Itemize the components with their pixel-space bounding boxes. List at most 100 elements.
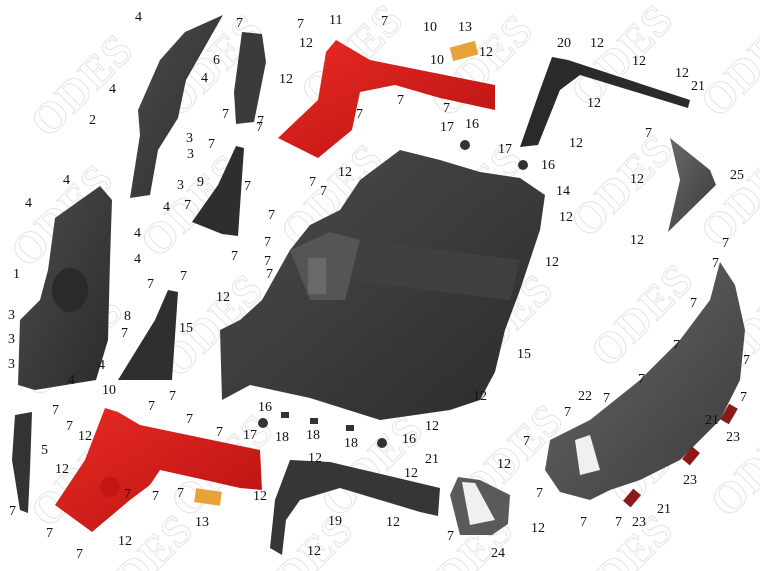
part-label-7: 7 [244,179,251,194]
part-label-7: 7 [320,184,327,199]
part-label-4: 4 [98,358,105,373]
part-label-7: 7 [222,107,229,122]
part-label-7: 7 [564,405,571,420]
part-label-23: 23 [632,515,646,530]
part-label-7: 7 [152,489,159,504]
part-label-10: 10 [102,383,116,398]
part-label-7: 7 [124,487,131,502]
part-label-10: 10 [430,53,444,68]
part-label-3: 3 [8,308,15,323]
part-label-10: 10 [423,20,437,35]
part-label-3: 3 [8,357,15,372]
part-label-11: 11 [329,13,343,28]
part-label-7: 7 [638,372,645,387]
part-label-7: 7 [673,338,680,353]
part-label-12: 12 [253,489,267,504]
part-23-reflector-3 [623,488,641,508]
part-8-trim [118,290,178,380]
part-label-7: 7 [46,526,53,541]
part-label-17: 17 [498,142,512,157]
part-label-22: 22 [578,389,592,404]
part-label-19: 19 [328,514,342,529]
part-label-16: 16 [402,432,416,447]
part-label-7: 7 [186,412,193,427]
part-label-9: 9 [197,175,204,190]
part-label-7: 7 [268,208,275,223]
part-16-grommet [460,140,470,150]
part-label-18: 18 [306,428,320,443]
part-22-fascia [545,262,745,500]
part-16-grommet [258,418,268,428]
part-label-23: 23 [726,430,740,445]
part-13-reflector-lower [194,488,222,506]
part-label-7: 7 [443,101,450,116]
part-label-7: 7 [356,107,363,122]
part-label-12: 12 [569,136,583,151]
part-label-7: 7 [148,399,155,414]
part-label-7: 7 [180,269,187,284]
part-label-12: 12 [386,515,400,530]
part-16-grommet [377,438,387,448]
part-label-7: 7 [743,353,750,368]
part-label-7: 7 [297,17,304,32]
part-label-8: 8 [124,309,131,324]
part-label-15: 15 [179,321,193,336]
part-19-flare [270,460,440,555]
part-label-23: 23 [683,473,697,488]
part-label-7: 7 [76,547,83,562]
part-label-18: 18 [344,436,358,451]
part-5-bracket [12,412,32,513]
part-label-3: 3 [8,332,15,347]
part-label-4: 4 [63,173,70,188]
part-label-6: 6 [213,53,220,68]
part-label-7: 7 [236,16,243,31]
part-23-reflector-1 [720,403,738,425]
part-label-7: 7 [231,249,238,264]
part-label-7: 7 [184,198,191,213]
part-label-15: 15 [517,347,531,362]
part-label-3: 3 [186,131,193,146]
part-label-4: 4 [134,226,141,241]
part-14-cargo-bed [220,150,545,420]
part-label-12: 12 [587,96,601,111]
part-label-12: 12 [78,429,92,444]
part-label-12: 12 [473,389,487,404]
part-label-7: 7 [9,504,16,519]
part-label-7: 7 [264,254,271,269]
part-16-grommet [518,160,528,170]
part-label-7: 7 [447,529,454,544]
part-2-panel [130,15,223,198]
part-label-4: 4 [135,10,142,25]
part-label-7: 7 [177,486,184,501]
part-label-12: 12 [308,451,322,466]
part-23-reflector-2 [682,446,700,466]
part-25-cover [668,138,716,232]
part-label-7: 7 [580,515,587,530]
part-20-flare [520,57,690,147]
part-label-7: 7 [712,256,719,271]
part-label-7: 7 [690,296,697,311]
part-label-7: 7 [256,120,263,135]
part-label-16: 16 [258,400,272,415]
part-label-7: 7 [381,14,388,29]
part-label-7: 7 [52,403,59,418]
part-label-5: 5 [41,443,48,458]
part-label-20: 20 [557,36,571,51]
part-label-7: 7 [603,391,610,406]
part-18-bumper [310,418,318,424]
part-label-12: 12 [338,165,352,180]
part-label-7: 7 [309,175,316,190]
part-6-bracket [234,32,266,124]
part-label-7: 7 [66,419,73,434]
part-label-21: 21 [425,452,439,467]
part-label-7: 7 [264,235,271,250]
part-9-trim [192,146,244,236]
part-label-12: 12 [216,290,230,305]
part-label-12: 12 [630,172,644,187]
part-label-3: 3 [177,178,184,193]
part-label-3: 3 [187,147,194,162]
part-label-13: 13 [458,20,472,35]
part-label-12: 12 [404,466,418,481]
